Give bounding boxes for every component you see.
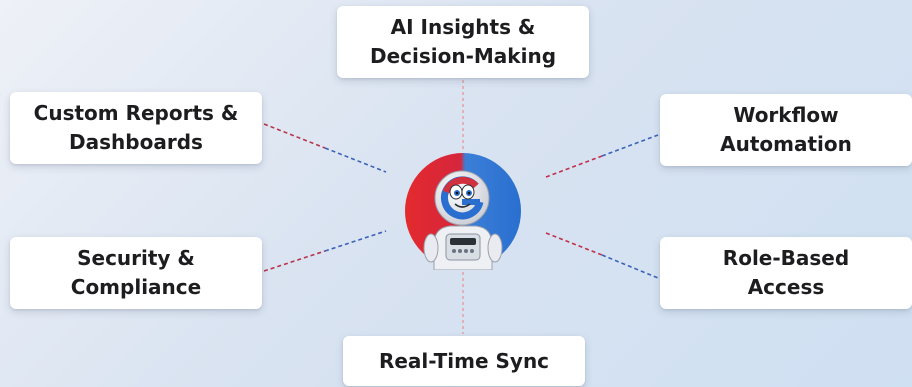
feature-card-security-compliance: Security & Compliance [10,237,262,309]
connector-lower-left [263,250,326,272]
feature-label: Custom Reports & Dashboards [33,101,239,154]
feature-card-role-based-access: Role-Based Access [660,237,912,309]
connector-lower-right [545,232,603,256]
feature-label: Workflow Automation [720,103,852,156]
feature-label: Security & Compliance [70,246,202,299]
feature-card-custom-reports: Custom Reports & Dashboards [10,92,262,164]
feature-card-ai-insights: AI Insights & Decision-Making [337,6,589,78]
connector-upper-right [545,155,603,178]
feature-label: AI Insights & Decision-Making [369,15,557,68]
connector-upper-left [263,123,326,149]
feature-card-real-time-sync: Real-Time Sync [343,336,585,386]
feature-card-workflow-automation: Workflow Automation [660,94,912,166]
robot-astronaut-icon [405,153,521,270]
feature-label: Role-Based Access [722,246,850,299]
feature-label: Real-Time Sync [378,348,550,373]
